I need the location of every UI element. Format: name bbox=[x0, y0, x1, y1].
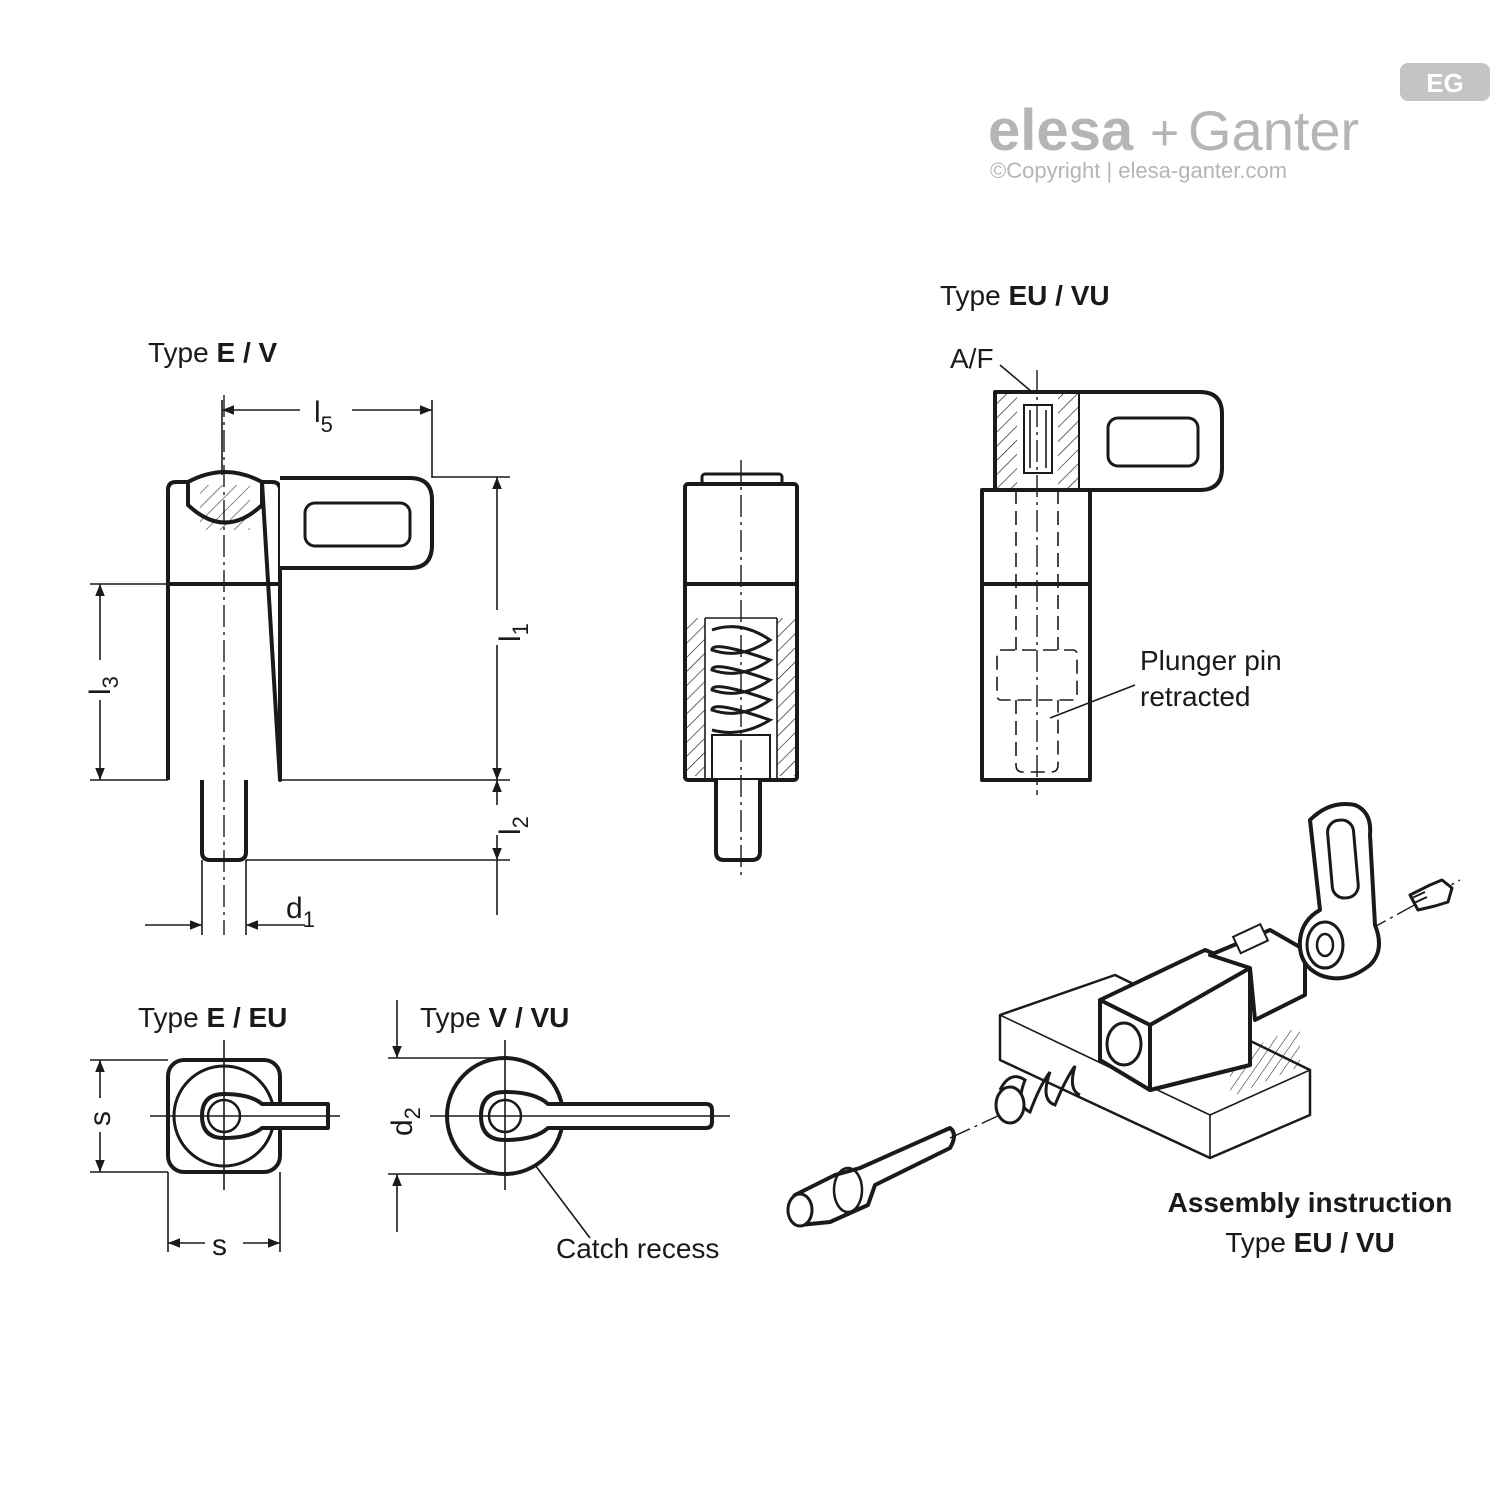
view-type-vvu-top: Type V / VU d2 Catch recess bbox=[386, 1000, 730, 1264]
dim-s-vertical: s bbox=[84, 1111, 117, 1126]
label-assembly-line1: Assembly instruction bbox=[1168, 1187, 1453, 1218]
label-catch-recess: Catch recess bbox=[556, 1233, 719, 1264]
logo-badge-text: EG bbox=[1426, 68, 1464, 98]
dim-s-horizontal: s bbox=[212, 1229, 227, 1262]
title-type-eeu: Type E / EU bbox=[138, 1002, 287, 1033]
brand-logo: EG elesa + Ganter ©Copyright | elesa-gan… bbox=[988, 63, 1490, 183]
label-af: A/F bbox=[950, 343, 994, 374]
dim-d1: d1 bbox=[286, 892, 315, 932]
title-type-ev: Type E / V bbox=[148, 337, 277, 368]
view-type-eeu-top: Type E / EU s s bbox=[84, 1002, 340, 1262]
label-assembly-line2: Type EU / VU bbox=[1225, 1227, 1395, 1258]
dim-d2: d2 bbox=[386, 1107, 425, 1136]
view-section bbox=[683, 460, 799, 880]
dim-l3: l3 bbox=[84, 676, 123, 695]
label-plunger-line2: retracted bbox=[1140, 681, 1251, 712]
view-type-ev-side: Type E / V l5 l1 l2 bbox=[84, 337, 533, 935]
dim-l5: l5 bbox=[314, 396, 333, 437]
logo-brand-left: elesa bbox=[988, 98, 1134, 163]
title-type-euvu: Type EU / VU bbox=[940, 280, 1110, 311]
logo-copyright: ©Copyright | elesa-ganter.com bbox=[990, 158, 1287, 183]
dim-l1: l1 bbox=[494, 623, 533, 642]
view-assembly-isometric bbox=[786, 802, 1461, 1228]
dim-l2: l2 bbox=[494, 816, 533, 835]
title-type-vvu: Type V / VU bbox=[420, 1002, 569, 1033]
badge-icon bbox=[1400, 63, 1490, 101]
logo-brand-right: Ganter bbox=[1188, 99, 1359, 162]
logo-brand-plus: + bbox=[1150, 105, 1179, 161]
view-type-euvu: Type EU / VU A/F Plunger pin retracted bbox=[940, 280, 1282, 795]
label-plunger-line1: Plunger pin bbox=[1140, 645, 1282, 676]
